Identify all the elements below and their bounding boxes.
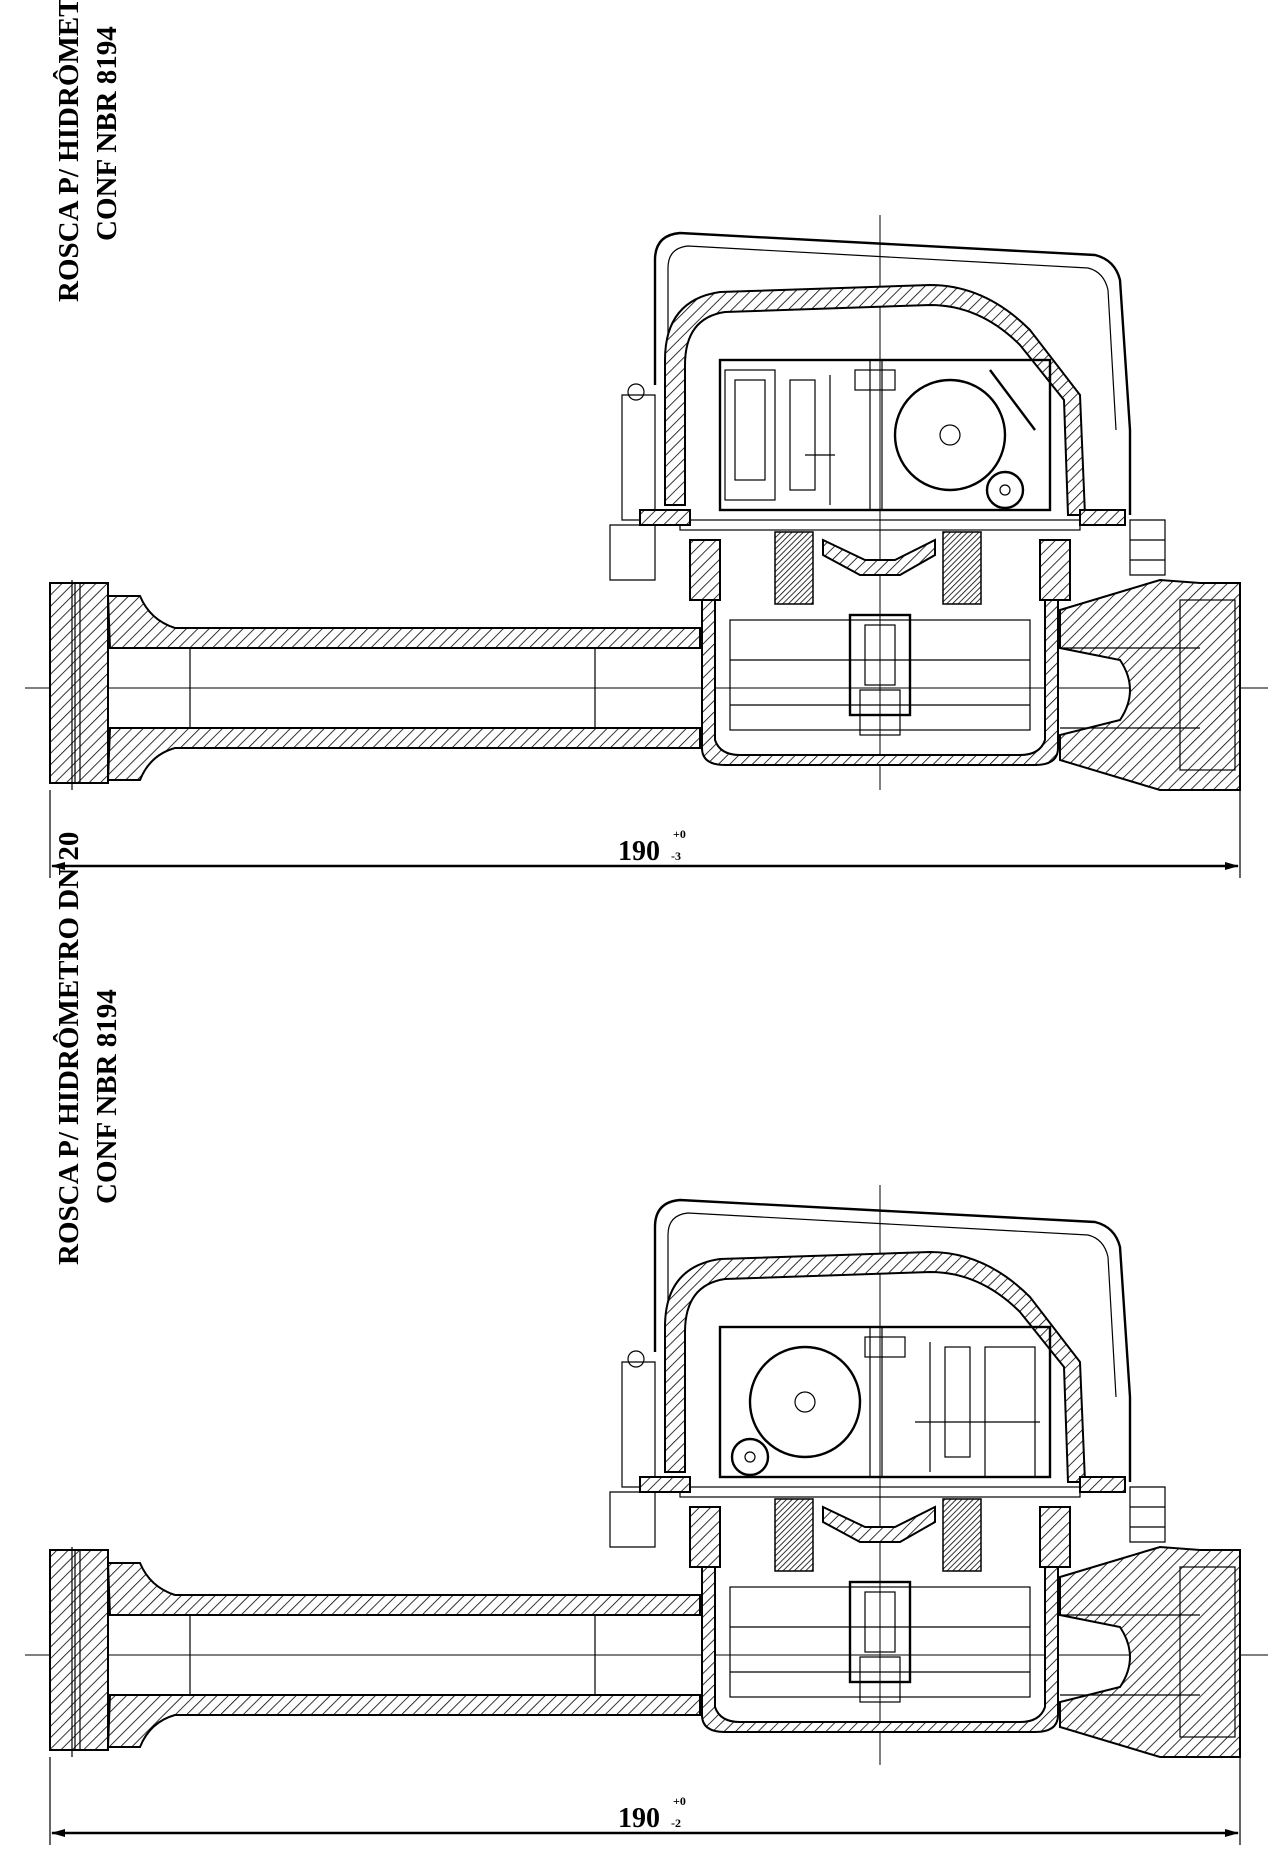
title-line-2: CONF NBR 8194 [91, 26, 123, 241]
register-cover [609, 1198, 1166, 1548]
upper-ring [679, 519, 1081, 605]
title-line-1: ROSCA P/ HIDRÔMETRO DN 20 [52, 0, 85, 302]
dimension-tolerance-upper: +0 [673, 827, 686, 841]
drawing-bottom: ROSCA P/ HIDRÔMETRO DN 20 CONF NBR 8194 [25, 832, 1268, 1845]
dimension-tolerance-lower: -2 [671, 1816, 681, 1830]
pipe-body [49, 1545, 1241, 1758]
overall-length-dimension: 190 +0 -2 [49, 1757, 1241, 1845]
drawing-top: ROSCA P/ HIDRÔMETRO DN 20 CONF NBR 8194 [25, 0, 1268, 878]
dimension-value: 190 [618, 1803, 660, 1834]
title-line-1: ROSCA P/ HIDRÔMETRO DN 20 [52, 832, 85, 1265]
dimension-tolerance-lower: -3 [671, 849, 681, 863]
title-line-2: CONF NBR 8194 [91, 989, 123, 1204]
title-block: ROSCA P/ HIDRÔMETRO DN 20 CONF NBR 8194 [52, 832, 123, 1265]
dimension-tolerance-upper: +0 [673, 1794, 686, 1808]
upper-ring [679, 1486, 1081, 1572]
pipe-body [49, 578, 1241, 791]
register-cover [609, 231, 1166, 581]
title-block: ROSCA P/ HIDRÔMETRO DN 20 CONF NBR 8194 [52, 0, 123, 302]
register-mechanism [718, 358, 1052, 512]
overall-length-dimension: 190 +0 -3 [49, 790, 1241, 878]
register-mechanism [718, 1325, 1052, 1479]
measuring-chamber [701, 1566, 1059, 1733]
dimension-value: 190 [618, 836, 660, 867]
